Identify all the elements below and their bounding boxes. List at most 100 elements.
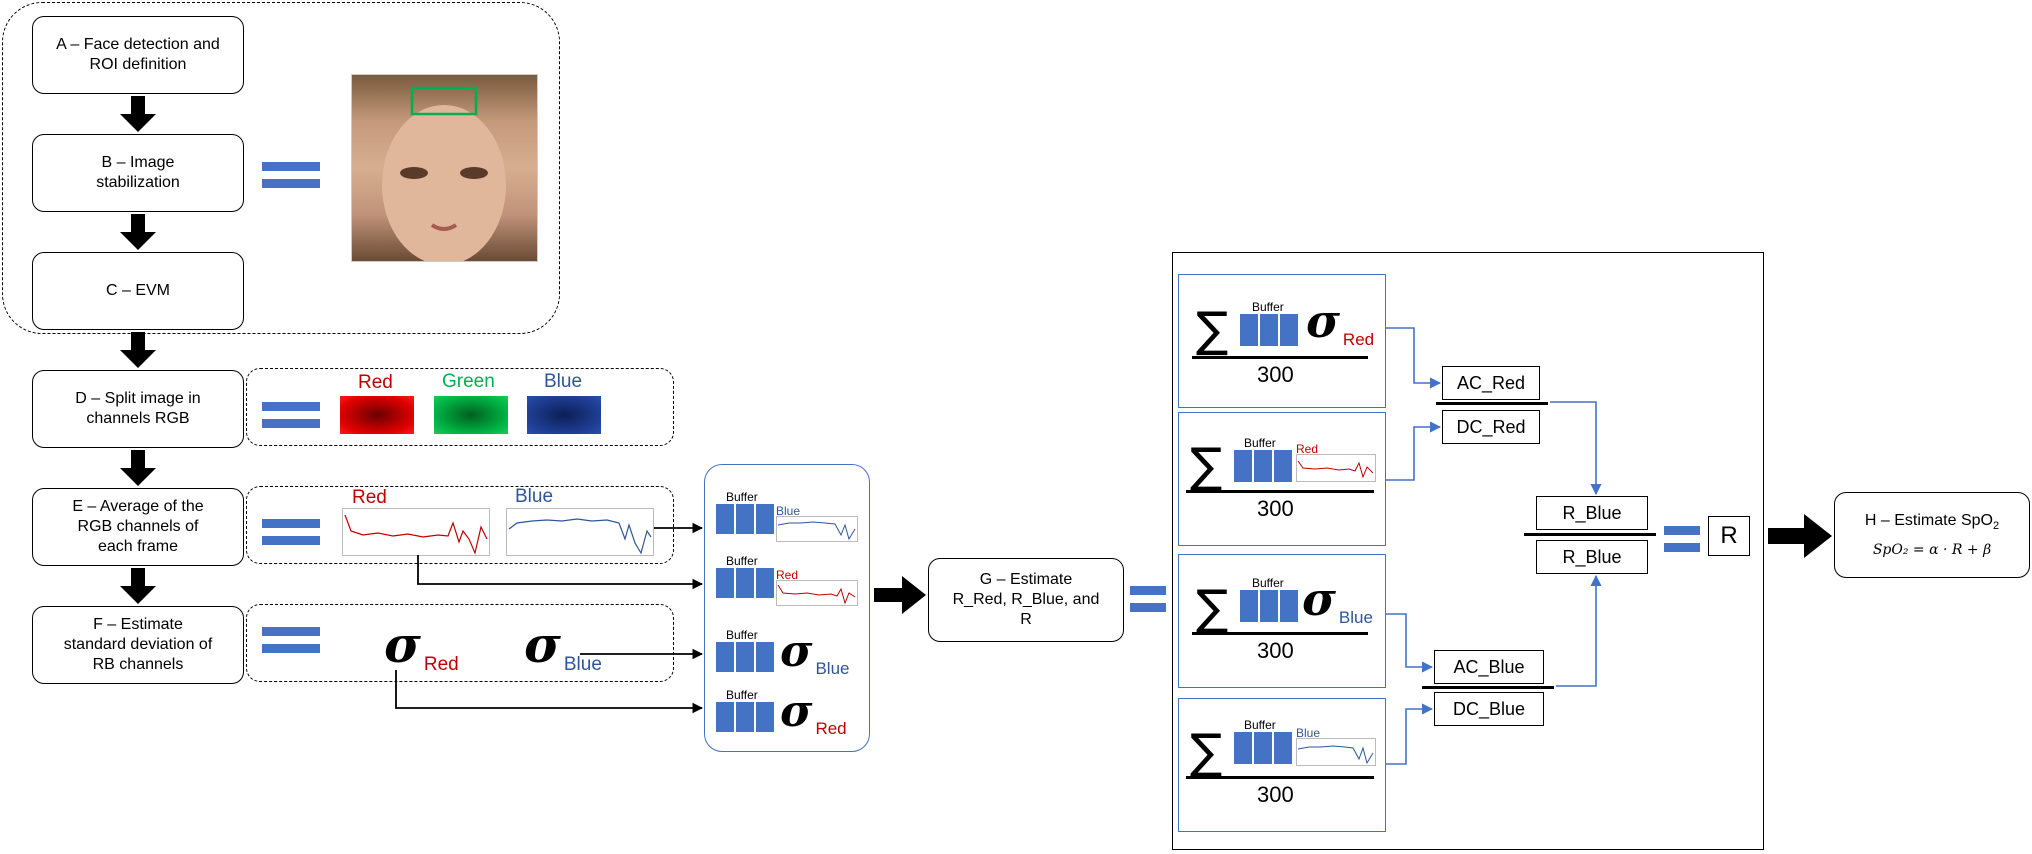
step-a-face-detection: A – Face detection and ROI definition	[32, 16, 244, 94]
sum-4-buffer-blocks	[1234, 732, 1292, 764]
step-e-average-rgb: E – Average of the RGB channels of each …	[32, 488, 244, 566]
flow-arrow-buffer-to-g	[874, 576, 926, 614]
flow-arrow-e-f	[120, 568, 156, 604]
step-h-title-subscript: 2	[1992, 519, 2000, 532]
red-channel-image	[340, 396, 414, 434]
sigma-symbol: σ	[524, 615, 561, 674]
step-h-title-text: H – Estimate SpO	[1864, 511, 1993, 529]
group-split-channels	[246, 368, 674, 446]
sum-4-denominator: 300	[1257, 782, 1294, 807]
sigma-subscript-blue: Blue	[1338, 608, 1373, 627]
connector-blue-ratio-to-r-blue	[1556, 574, 1602, 687]
sum-1-fraction-bar	[1192, 356, 1368, 359]
sigma-subscript-red: Red	[815, 719, 847, 738]
sum-symbol-4: ∑	[1190, 724, 1223, 780]
buffer-blocks-3	[716, 642, 774, 672]
flow-arrow-r-to-h	[1768, 514, 1832, 558]
sum-symbol-2: ∑	[1190, 438, 1223, 494]
sum-2-label-red: Red	[1296, 442, 1319, 456]
average-label-red: Red	[352, 487, 387, 508]
step-b-image-stabilization: B – Image stabilization	[32, 134, 244, 212]
sum-1-buffer-label: Buffer	[1252, 300, 1284, 314]
connector-red-ratio-to-r-blue	[1550, 401, 1602, 496]
equals-sign-f	[262, 627, 320, 653]
buffer-label-4: Buffer	[726, 688, 758, 702]
channel-label-red: Red	[358, 372, 393, 393]
face-illustration	[382, 86, 506, 265]
connector-sum4-to-dc-blue	[1386, 703, 1434, 765]
sum-1-denominator: 300	[1257, 362, 1294, 387]
average-label-blue: Blue	[515, 486, 554, 507]
sum-3-buffer-label: Buffer	[1252, 576, 1284, 590]
blue-average-signal-plot	[506, 508, 654, 556]
sum-2-red-signal	[1296, 454, 1376, 482]
buffer-label-2: Buffer	[726, 554, 758, 568]
connector-sum3-to-ac-blue	[1386, 613, 1434, 673]
r-blue-numerator-box: R_Blue	[1536, 496, 1648, 530]
computation-frame	[1172, 252, 1764, 850]
step-h-estimate-spo2: H – Estimate SpO2 SpO₂ = α · R + β	[1834, 492, 2030, 578]
ac-blue-box: AC_Blue	[1434, 650, 1544, 684]
step-h-title: H – Estimate SpO2	[1865, 511, 1999, 534]
equals-sign-r	[1664, 526, 1700, 552]
sigma-subscript-red: Red	[423, 654, 459, 675]
sum-4-label-blue: Blue	[1296, 726, 1321, 740]
sigma-subscript-blue: Blue	[563, 654, 602, 675]
sum-3-denominator: 300	[1257, 638, 1294, 663]
ac-dc-red-fraction-bar	[1436, 402, 1548, 405]
connector-sum1-to-ac-red	[1386, 327, 1442, 389]
sigma-symbol: σ	[1302, 572, 1336, 626]
sigma-subscript-red: Red	[1342, 330, 1375, 349]
sum-2-fraction-bar	[1186, 490, 1374, 493]
spo2-formula: SpO₂ = α · R + β	[1872, 541, 1992, 558]
dc-red-box: DC_Red	[1442, 410, 1540, 444]
buffer-blocks-2	[716, 568, 774, 598]
sum-4-fraction-bar	[1186, 776, 1374, 779]
flow-arrow-c-d	[120, 332, 156, 368]
step-c-evm: C – EVM	[32, 252, 244, 330]
group-face-processing	[2, 2, 560, 334]
dc-blue-box: DC_Blue	[1434, 692, 1544, 726]
sigma-symbol: σ	[780, 626, 813, 677]
sum-symbol-1: ∑	[1196, 302, 1229, 358]
roi-rectangle	[410, 86, 478, 116]
r-result-box: R	[1708, 516, 1750, 556]
buffer-blocks-4	[716, 702, 774, 732]
sigma-subscript-blue: Blue	[815, 659, 850, 678]
step-d-split-rgb: D – Split image in channels RGB	[32, 370, 244, 448]
connector-red-avg-to-buffer-2	[417, 555, 704, 590]
sum-2-buffer-blocks	[1234, 450, 1292, 482]
channel-label-blue: Blue	[544, 371, 583, 392]
channel-label-green: Green	[442, 371, 495, 392]
ac-dc-blue-fraction-bar	[1422, 686, 1554, 689]
sigma-symbol: σ	[384, 615, 421, 674]
buffer-1-blue-signal	[776, 516, 858, 542]
flow-arrow-d-e	[120, 450, 156, 486]
connector-sigma-red-to-buffer-4	[395, 670, 704, 714]
ac-red-box: AC_Red	[1442, 366, 1540, 400]
sum-4-buffer-label: Buffer	[1244, 718, 1276, 732]
sum-symbol-3: ∑	[1196, 580, 1229, 636]
buffer-2-label-red: Red	[776, 568, 799, 582]
sum-2-denominator: 300	[1257, 496, 1294, 521]
equals-sign-g	[1130, 586, 1166, 612]
face-image	[351, 74, 538, 265]
flow-arrow-a-b	[120, 96, 156, 132]
buffer-2-red-signal	[776, 580, 858, 606]
equals-sign-b	[262, 162, 320, 188]
sigma-symbol: σ	[780, 686, 813, 737]
blue-channel-image	[527, 396, 601, 434]
connector-sum2-to-dc-red	[1386, 421, 1442, 481]
sum-4-blue-signal	[1296, 738, 1376, 766]
r-blue-denominator-box: R_Blue	[1536, 540, 1648, 574]
buffer-label-3: Buffer	[726, 628, 758, 642]
buffer-blocks-1	[716, 504, 774, 534]
sum-2-buffer-label: Buffer	[1244, 436, 1276, 450]
